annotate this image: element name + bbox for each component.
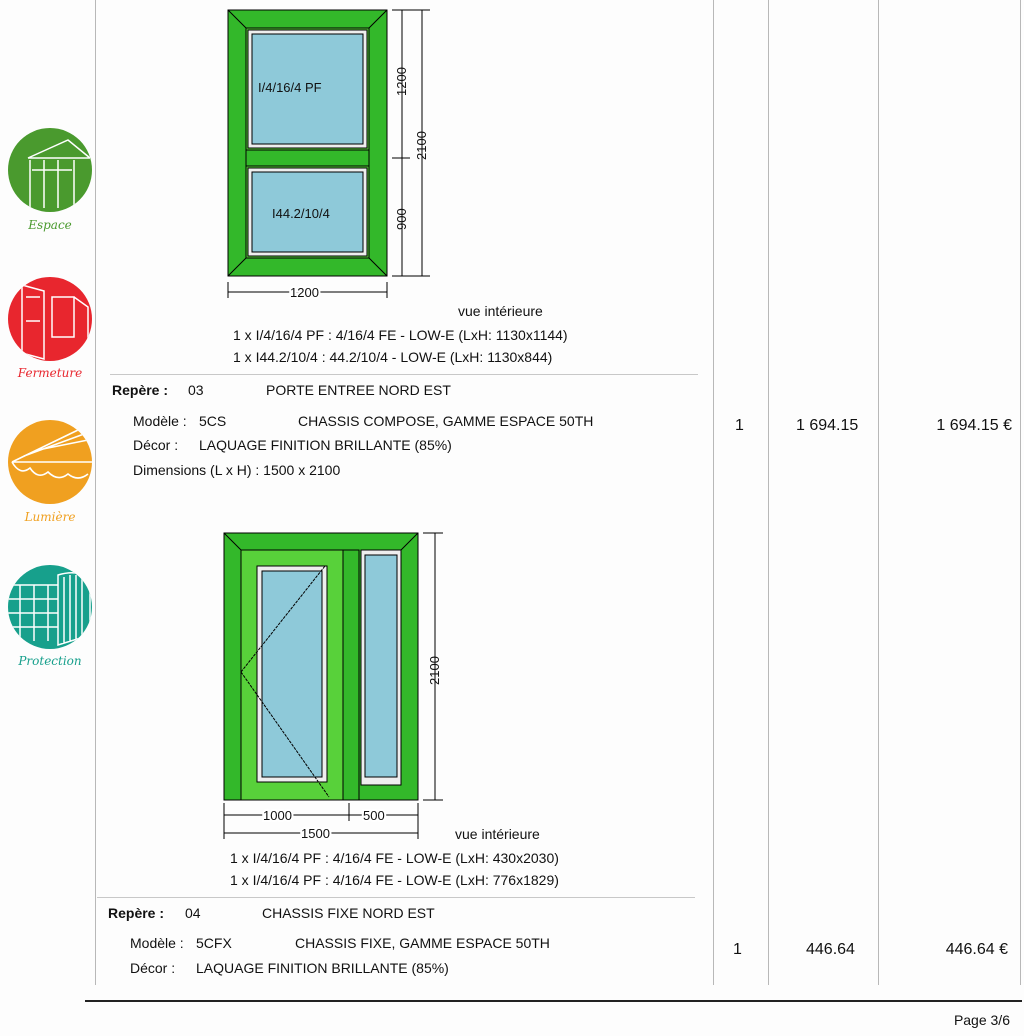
- view-label: vue intérieure: [458, 303, 543, 319]
- column-divider-total: [878, 0, 879, 985]
- modele-description: CHASSIS COMPOSE, GAMME ESPACE 50TH: [298, 413, 594, 429]
- dimensions: Dimensions (L x H) : 1500 x 2100: [133, 462, 341, 478]
- page-number: Page 3/6: [953, 1012, 1010, 1028]
- sidebar-label-lumiere: Lumière: [24, 510, 76, 524]
- sidebar-label-fermeture: Fermeture: [17, 366, 83, 380]
- table-border-left: [95, 0, 96, 985]
- view-label: vue intérieure: [455, 826, 540, 842]
- door-drawing-item03: 2100 1000 500 1500: [223, 532, 443, 840]
- window-drawing-item02: I/4/16/4 PF I44.2/10/4 1200 2100 900 120…: [227, 9, 430, 300]
- line-total: 1 694.15 €: [936, 417, 1012, 434]
- dim-left-width: 1000: [263, 808, 292, 823]
- glazing-line: 1 x I/4/16/4 PF : 4/16/4 FE - LOW-E (LxH…: [233, 327, 568, 343]
- dim-width: 1200: [290, 285, 319, 300]
- repere-label: Repère :: [108, 905, 165, 921]
- item-title: CHASSIS FIXE NORD EST: [262, 905, 435, 921]
- unit-price: 446.64: [806, 941, 855, 958]
- row-divider: [97, 897, 695, 898]
- repere-number: 03: [188, 382, 204, 398]
- row-divider: [110, 374, 698, 375]
- modele-label: Modèle :: [130, 935, 184, 951]
- sidebar-label-espace: Espace: [28, 218, 72, 232]
- footer-rule: [85, 1000, 1022, 1002]
- column-divider-price: [768, 0, 769, 985]
- glazing-line: 1 x I44.2/10/4 : 44.2/10/4 - LOW-E (LxH:…: [233, 349, 553, 365]
- quantity: 1: [733, 941, 742, 958]
- fermeture-door-icon: [8, 277, 92, 361]
- decor-value: LAQUAGE FINITION BRILLANTE (85%): [199, 437, 452, 453]
- modele-code: 5CFX: [196, 935, 232, 951]
- glass-label-bottom: I44.2/10/4: [272, 206, 330, 221]
- dim-top-height: 1200: [394, 67, 409, 96]
- unit-price: 1 694.15: [796, 417, 859, 434]
- dim-total-width: 1500: [301, 826, 330, 840]
- protection-shutter-icon: [8, 565, 92, 649]
- line-total: 446.64 €: [945, 941, 1008, 958]
- glazing-line: 1 x I/4/16/4 PF : 4/16/4 FE - LOW-E (LxH…: [230, 850, 559, 866]
- repere-number: 04: [185, 905, 201, 921]
- item-title: PORTE ENTREE NORD EST: [266, 382, 451, 398]
- lumiere-awning-icon: [8, 420, 92, 504]
- column-divider-qty: [713, 0, 714, 985]
- decor-label: Décor :: [130, 960, 176, 976]
- glass-label-top: I/4/16/4 PF: [258, 80, 322, 95]
- glazing-line: 1 x I/4/16/4 PF : 4/16/4 FE - LOW-E (LxH…: [230, 872, 559, 888]
- repere-label: Repère :: [112, 382, 169, 398]
- dim-right-width: 500: [363, 808, 385, 823]
- sidebar-label-protection: Protection: [18, 654, 82, 668]
- dim-height: 2100: [427, 656, 442, 685]
- decor-value: LAQUAGE FINITION BRILLANTE (85%): [196, 960, 449, 976]
- quantity: 1: [735, 417, 744, 434]
- table-border-right: [1020, 0, 1021, 985]
- dim-total-height: 2100: [414, 131, 429, 160]
- espace-veranda-icon: [8, 128, 92, 212]
- modele-description: CHASSIS FIXE, GAMME ESPACE 50TH: [295, 935, 550, 951]
- dim-bottom-height: 900: [394, 208, 409, 230]
- decor-label: Décor :: [133, 437, 179, 453]
- modele-label: Modèle :: [133, 413, 187, 429]
- modele-code: 5CS: [199, 413, 227, 429]
